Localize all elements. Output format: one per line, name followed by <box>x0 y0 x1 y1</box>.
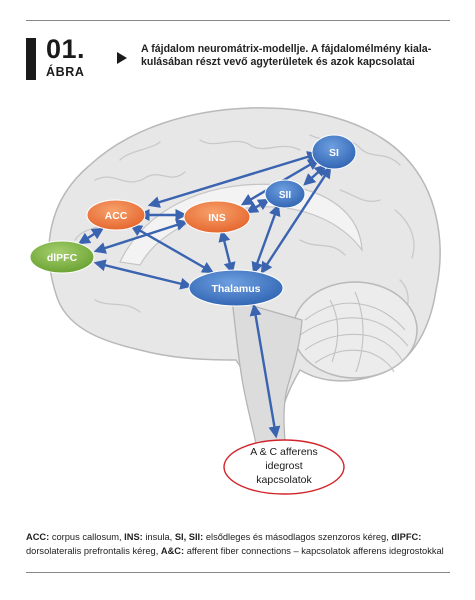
arrow-acc-thalamus <box>129 224 215 274</box>
triangle-right-icon <box>117 52 127 64</box>
node-acc-label: ACC <box>105 210 128 222</box>
afferent-line-2: idegrost <box>265 460 302 472</box>
figure-title-line-2: kulásában részt vevő agyterületek és azo… <box>141 56 415 68</box>
node-ins: INS <box>183 200 251 234</box>
node-si-label: SI <box>329 147 339 159</box>
figure-word: ÁBRA <box>46 65 85 79</box>
node-thalamus-label: Thalamus <box>211 283 260 295</box>
node-dlpfc: dlPFC <box>29 240 95 274</box>
caption-definition: elsődleges és másodlagos szenzoros kéreg… <box>203 532 392 542</box>
caption-term: dlPFC: <box>391 532 422 542</box>
top-rule <box>26 20 450 21</box>
bottom-rule <box>26 572 450 573</box>
caption-line-2: dorsolateralis prefrontalis kéreg, A&C: … <box>26 544 454 558</box>
caption-definition: corpus callosum, <box>49 532 125 542</box>
node-dlpfc-label: dlPFC <box>47 252 78 264</box>
caption-term: A&C: <box>160 546 185 556</box>
arrow-dlpfc-thalamus <box>93 259 193 290</box>
node-si: SI <box>311 134 357 170</box>
node-sii: SII <box>264 179 306 209</box>
caption-definition: afferent fiber connections – kapcsolatok… <box>184 546 444 556</box>
figure-caption: ACC: corpus callosum, INS: insula, SI, S… <box>26 530 454 558</box>
node-thalamus: Thalamus <box>188 269 284 307</box>
figure-marker-bar <box>26 38 36 80</box>
caption-term: INS: <box>124 532 143 542</box>
figure-title-line-1: A fájdalom neuromátrix-modellje. A fájda… <box>141 43 432 55</box>
arrow-thalamus-afferent <box>249 303 281 439</box>
caption-line-1: ACC: corpus callosum, INS: insula, SI, S… <box>26 530 454 544</box>
caption-term: ACC: <box>26 532 50 542</box>
caption-term: SI, SII: <box>174 532 204 542</box>
cerebellum <box>292 281 418 379</box>
node-ins-label: INS <box>208 212 226 224</box>
arrow-si-thalamus <box>260 165 332 275</box>
arrow-ins-thalamus <box>218 229 236 275</box>
figure-number: 01. <box>46 34 86 64</box>
arrow-acc-dlpfc <box>77 227 105 245</box>
node-acc: ACC <box>86 199 146 231</box>
afferent-line-1: A & C afferens <box>250 446 318 458</box>
afferent-connections-box: A & C afferens idegrost kapcsolatok <box>223 439 345 495</box>
figure-title: A fájdalom neuromátrix-modellje. A fájda… <box>141 43 453 69</box>
node-sii-label: SII <box>279 190 291 201</box>
caption-definition: dorsolateralis prefrontalis kéreg, <box>26 546 161 556</box>
caption-definition: insula, <box>142 532 175 542</box>
afferent-line-3: kapcsolatok <box>256 474 312 486</box>
